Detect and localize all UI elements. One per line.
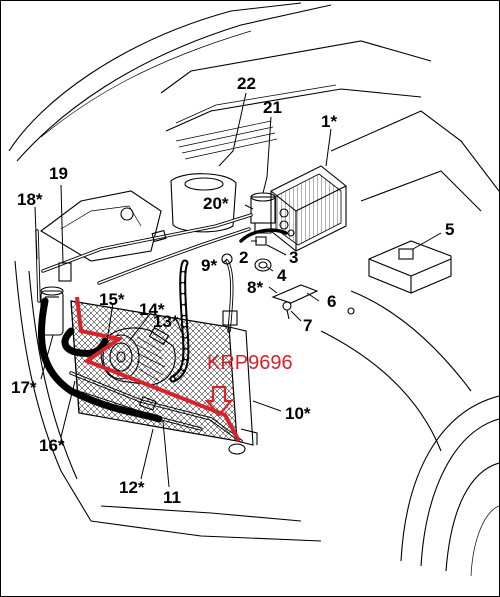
label-9: 9* — [201, 256, 217, 275]
label-1: 1* — [321, 112, 337, 131]
label-7: 7 — [303, 316, 312, 335]
label-13: 13* — [153, 312, 179, 331]
label-18: 18* — [17, 190, 43, 209]
label-16: 16* — [39, 436, 65, 455]
car-body — [8, 2, 499, 577]
sensor-parts — [271, 284, 355, 320]
label-15: 15* — [99, 290, 125, 309]
label-17: 17* — [11, 378, 37, 397]
evaporator-unit — [270, 165, 347, 252]
leader-lines — [34, 92, 442, 488]
label-2: 2 — [239, 248, 248, 267]
receiver-drier — [40, 286, 64, 336]
highlighted-line — [75, 296, 241, 442]
label-6: 6 — [327, 292, 336, 311]
label-10: 10* — [285, 404, 311, 423]
label-11: 11 — [163, 488, 181, 507]
label-20: 20* — [203, 194, 229, 213]
label-5: 5 — [445, 220, 454, 239]
label-3: 3 — [289, 248, 298, 267]
part-labels: 22 21 1* 19 18* 20* 5 2 3 4 9* 8* 15* 6 … — [11, 74, 454, 507]
label-21: 21 — [263, 98, 282, 117]
label-4: 4 — [277, 266, 287, 285]
watermark-text: KRP9696 — [207, 352, 293, 374]
label-22: 22 — [237, 74, 256, 93]
label-12: 12* — [119, 478, 145, 497]
label-8: 8* — [247, 278, 263, 297]
label-14: 14* — [139, 300, 165, 319]
label-19: 19 — [49, 164, 68, 183]
